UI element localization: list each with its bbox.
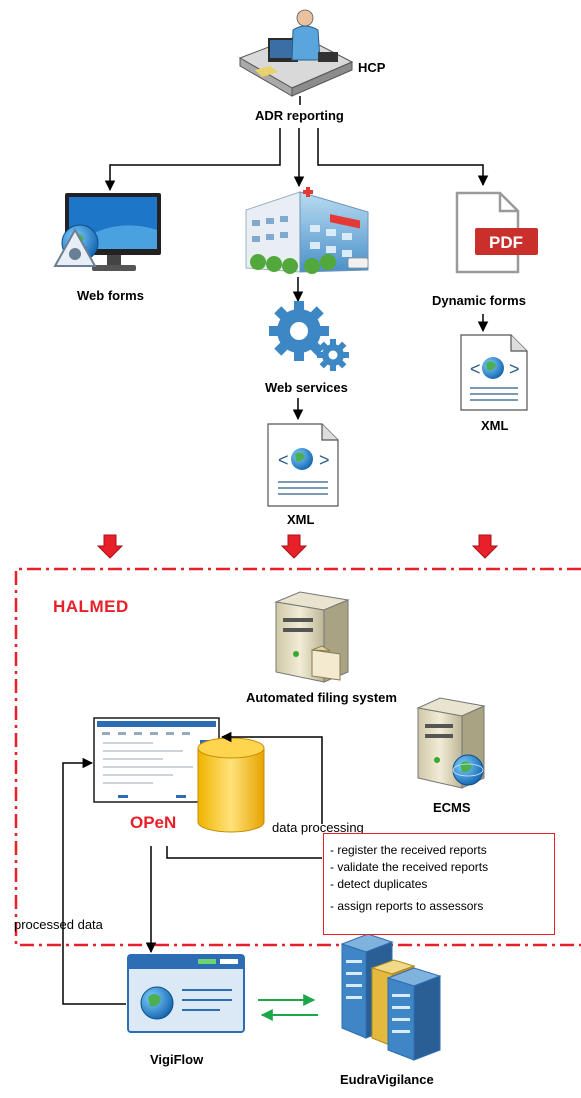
task-item: - validate the received reports	[330, 860, 489, 874]
eudravigilance-servers-icon	[340, 933, 442, 1061]
data-processing-arrow	[220, 731, 323, 824]
adr-reporting-label: ADR reporting	[255, 108, 344, 123]
hcp-workstation-icon	[238, 9, 354, 97]
halmed-title: HALMED	[53, 597, 129, 616]
database-cylinder-icon	[197, 737, 265, 833]
processed-data-arrow	[62, 757, 126, 1005]
gears-icon	[269, 301, 349, 371]
svg-text:<: <	[278, 450, 289, 470]
pdf-document-icon: PDF	[455, 191, 538, 274]
eudravigilance-label: EudraVigilance	[340, 1072, 434, 1087]
filing-server-icon	[274, 591, 350, 683]
red-arrow-left	[96, 534, 124, 559]
vigiflow-window-icon	[127, 954, 245, 1033]
pdf-badge-text: PDF	[489, 233, 523, 252]
red-arrow-middle	[280, 534, 308, 559]
task-item: - detect duplicates	[330, 877, 428, 891]
xml-label-right: XML	[481, 418, 509, 433]
red-flow-arrows	[96, 534, 499, 559]
task-item: - assign reports to assessors	[330, 899, 484, 913]
web-services-label: Web services	[265, 380, 348, 395]
svg-text:>: >	[319, 450, 330, 470]
processed-data-label: processed data	[14, 917, 103, 932]
xml-label-middle: XML	[287, 512, 315, 527]
hospital-building-icon	[245, 187, 369, 274]
processing-tasks-box: - register the received reports - valida…	[323, 833, 555, 935]
ecms-server-icon	[416, 697, 486, 789]
web-forms-label: Web forms	[77, 288, 144, 303]
open-label: OPeN	[130, 813, 177, 832]
data-processing-label: data processing	[272, 820, 364, 835]
task-item: - register the received reports	[330, 843, 487, 857]
xml-document-icon-middle: < >	[267, 423, 339, 507]
vigiflow-label: VigiFlow	[150, 1052, 204, 1067]
xml-document-icon-right: < >	[460, 334, 528, 411]
ecms-label: ECMS	[433, 800, 471, 815]
halmed-boundary	[14, 567, 581, 947]
svg-text:>: >	[509, 359, 520, 379]
dynamic-forms-label: Dynamic forms	[432, 293, 526, 308]
svg-text:<: <	[470, 359, 481, 379]
hcp-label: HCP	[358, 60, 386, 75]
monitor-globe-icon	[53, 193, 161, 271]
filing-system-label: Automated filing system	[246, 690, 397, 705]
open-to-tasks-line	[166, 846, 322, 859]
arrow-to-dynamic-forms	[317, 128, 489, 187]
arrow-to-web-forms	[104, 128, 281, 192]
red-arrow-right	[471, 534, 499, 559]
